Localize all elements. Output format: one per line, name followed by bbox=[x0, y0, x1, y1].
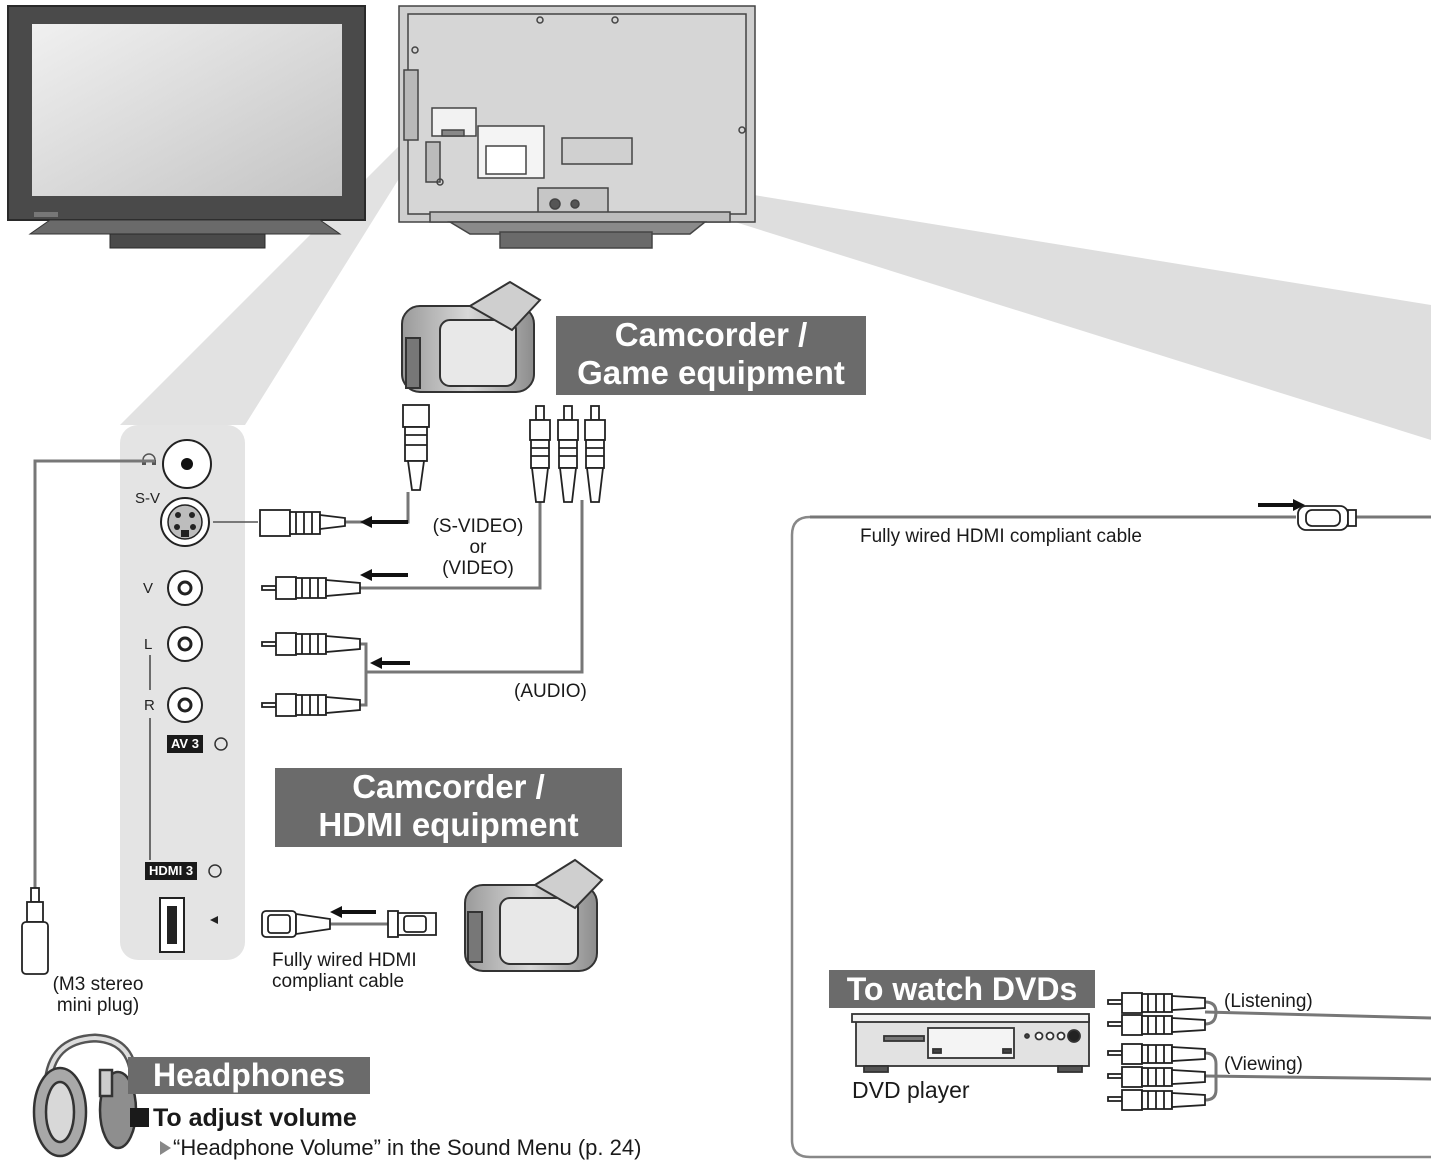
dvd-heading: To watch DVDs bbox=[829, 970, 1095, 1008]
plugs bbox=[21, 404, 1357, 1111]
headphones-illustration bbox=[32, 1033, 139, 1158]
headphones-heading: Headphones bbox=[128, 1057, 370, 1094]
volume-reference-row: “Headphone Volume” in the Sound Menu (p.… bbox=[160, 1136, 641, 1160]
mini-plug-line1: (M3 stereo bbox=[52, 974, 144, 995]
video-port-label: V bbox=[143, 580, 154, 597]
hdmi-cable-bottom-line2: compliant cable bbox=[272, 971, 405, 992]
audio-label: (AUDIO) bbox=[514, 681, 587, 702]
or-label: or bbox=[469, 537, 487, 558]
s-video-port bbox=[160, 497, 258, 547]
camcorder-game-heading-line1: Camcorder / bbox=[614, 316, 808, 353]
hdmi-cable-top-label: Fully wired HDMI compliant cable bbox=[860, 526, 1142, 547]
volume-title-row: To adjust volume bbox=[130, 1104, 357, 1132]
tv-front bbox=[7, 5, 366, 249]
listening-label: (Listening) bbox=[1224, 991, 1313, 1012]
square-bullet-icon bbox=[130, 1108, 149, 1127]
mini-plug-label: (M3 stereo mini plug) bbox=[42, 974, 154, 1016]
volume-title: To adjust volume bbox=[153, 1104, 357, 1132]
camcorder-top-illustration bbox=[401, 280, 542, 393]
arrows bbox=[330, 499, 1305, 918]
camcorder-bottom-illustration bbox=[464, 858, 604, 972]
tv-rear bbox=[398, 5, 756, 249]
camcorder-hdmi-heading: Camcorder / HDMI equipment bbox=[275, 768, 622, 847]
camcorder-game-heading-line2: Game equipment bbox=[577, 354, 845, 391]
s-video-label: (S-VIDEO) bbox=[432, 516, 524, 537]
hdmi-port bbox=[159, 897, 218, 953]
dvd-player-label: DVD player bbox=[852, 1077, 970, 1103]
rear-panel-beam bbox=[585, 170, 1431, 440]
av3-tag: AV 3 bbox=[167, 735, 203, 753]
arrow-right-icon bbox=[160, 1141, 171, 1155]
dvd-player-illustration bbox=[851, 1013, 1090, 1073]
audio-left-port-label: L bbox=[144, 636, 153, 653]
audio-right-port-label: R bbox=[144, 697, 155, 714]
hdmi3-tag: HDMI 3 bbox=[145, 862, 198, 880]
rca-ports bbox=[149, 570, 228, 878]
camcorder-hdmi-heading-line1: Camcorder / bbox=[352, 768, 545, 805]
cables bbox=[33, 459, 1431, 1159]
s-video-port-label: S-V bbox=[135, 490, 161, 507]
hdmi-cable-bottom-label: Fully wired HDMI compliant cable bbox=[272, 950, 417, 992]
video-label: (VIDEO) bbox=[442, 558, 514, 579]
volume-reference: “Headphone Volume” in the Sound Menu (p.… bbox=[173, 1135, 642, 1160]
viewing-label: (Viewing) bbox=[1224, 1054, 1303, 1075]
camcorder-game-heading: Camcorder / Game equipment bbox=[556, 316, 866, 395]
mini-plug-line2: mini plug) bbox=[56, 995, 140, 1016]
camcorder-hdmi-heading-line2: HDMI equipment bbox=[318, 806, 579, 843]
hdmi-cable-bottom-line1: Fully wired HDMI bbox=[272, 950, 417, 971]
